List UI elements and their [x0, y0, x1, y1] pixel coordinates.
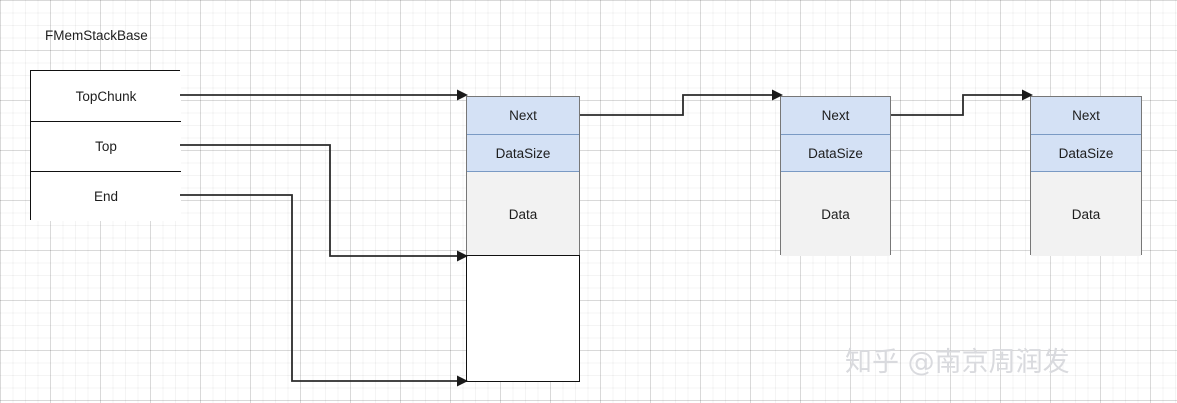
fmemstackbase-struct-box: TopChunk Top End — [30, 70, 181, 221]
chunk-3-next-cell: Next — [1031, 97, 1141, 134]
memory-chunk-1: Next DataSize Data — [466, 96, 580, 256]
chunk-3-data-cell: Data — [1031, 171, 1141, 256]
chunk-1-free-space-block — [466, 255, 580, 382]
chunk-1-datasize-cell: DataSize — [467, 134, 579, 171]
struct-field-top: Top — [31, 121, 181, 171]
connector-top-to-freespace-top — [180, 144, 468, 262]
connector-chunk2-to-chunk3 — [891, 89, 1033, 116]
chunk-2-datasize-cell: DataSize — [781, 134, 890, 171]
chunk-2-data-cell: Data — [781, 171, 890, 256]
connector-end-to-freespace-bottom — [180, 194, 468, 387]
chunk-1-data-cell: Data — [467, 171, 579, 256]
memory-chunk-3: Next DataSize Data — [1030, 96, 1142, 256]
struct-field-end: End — [31, 171, 181, 221]
struct-title-label: FMemStackBase — [45, 28, 148, 43]
struct-field-topchunk: TopChunk — [31, 71, 181, 121]
connector-chunk1-to-chunk2 — [580, 89, 783, 116]
chunk-2-next-cell: Next — [781, 97, 890, 134]
memory-chunk-2: Next DataSize Data — [780, 96, 891, 256]
connector-topchunk-to-chunk1 — [180, 89, 468, 101]
chunk-1-next-cell: Next — [467, 97, 579, 134]
watermark-text: 知乎 @南京周润发 — [845, 347, 1070, 378]
chunk-3-datasize-cell: DataSize — [1031, 134, 1141, 171]
